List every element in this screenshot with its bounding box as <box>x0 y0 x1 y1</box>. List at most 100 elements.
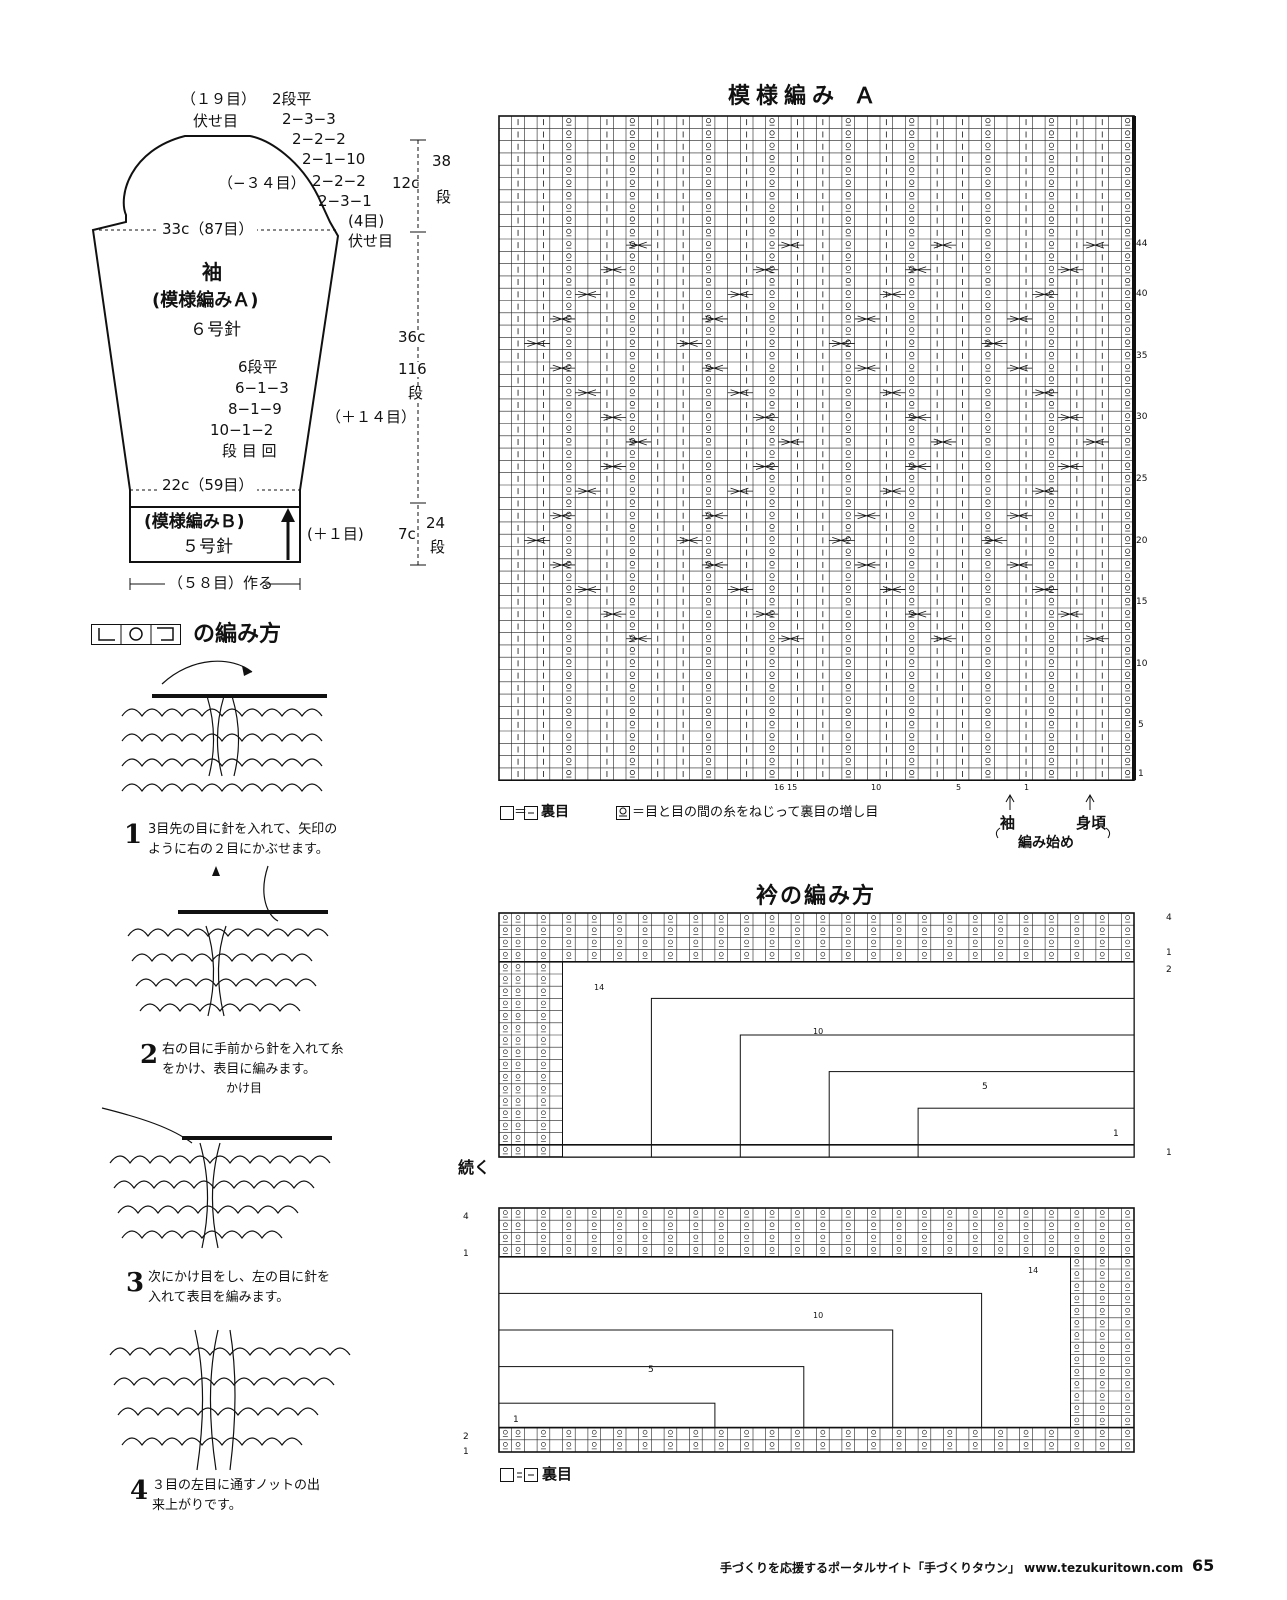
row-label-35: 35 <box>1136 351 1148 361</box>
knot-title: の編み方 <box>193 622 282 647</box>
cap-rows-num: 38 <box>432 152 452 170</box>
increase-row-0: 6段平 <box>238 358 278 376</box>
sleeve-needle: ６号針 <box>190 320 241 340</box>
step-4-number: 4 <box>130 1476 149 1506</box>
cuff-needle: ５号針 <box>182 537 233 557</box>
legend-equals: ＝ <box>514 805 528 820</box>
step-3-illustration <box>101 1107 332 1249</box>
chart-a-cells <box>498 115 1135 782</box>
marker-4-bottom: 4 <box>463 1212 469 1222</box>
underarm-bind-count: (4目) <box>348 212 385 230</box>
row-label-10: 10 <box>1136 659 1148 669</box>
col-label-16: 16 <box>774 783 785 792</box>
yarn-over-label: かけ目 <box>226 1081 263 1095</box>
length-rows-unit: 段 <box>408 384 424 402</box>
increase-row-4: 段 目 回 <box>222 442 277 460</box>
collar-legend-text: 裏目 <box>542 1465 573 1483</box>
marker-10-top: 10 <box>813 1027 824 1036</box>
cuff-pattern: (模様編みＢ) <box>144 512 245 532</box>
col-label-1: 1 <box>1024 783 1030 792</box>
marker-2-top: 2 <box>1166 965 1172 975</box>
marker-14-bottom: 14 <box>1028 1266 1039 1275</box>
row-label-20: 20 <box>1136 536 1148 546</box>
decrease-row-4: 2−2−2 <box>312 172 366 190</box>
sleeve-start-label: 袖 <box>1000 814 1016 832</box>
legend-increase-text: ＝目と目の間の糸をねじって裏目の増し目 <box>632 805 879 820</box>
row-label-25: 25 <box>1136 474 1148 484</box>
marker-1-top-bottom: 1 <box>1166 1148 1172 1158</box>
step-4-illustration <box>109 1329 351 1471</box>
row-label-5: 5 <box>1138 720 1144 730</box>
marker-1-bottom: 1 <box>463 1249 469 1259</box>
decrease-row-3: 2−1−10 <box>302 150 366 168</box>
increase-row-3: 10−1−2 <box>210 421 274 439</box>
decrease-row-5: 2−3−1 <box>318 192 372 210</box>
top-bind-off: 伏せ目 <box>193 112 239 130</box>
decrease-row-2: 2−2−2 <box>292 130 346 148</box>
step-1-number: 1 <box>124 820 143 850</box>
increase-row-1: 6−1−3 <box>235 379 289 397</box>
chart-a-title: 模様編み Ａ <box>728 84 882 109</box>
purl-legend-icon <box>500 806 538 820</box>
row-label-30: 30 <box>1136 412 1148 422</box>
sleeve-pattern: (模様編みＡ) <box>152 290 259 311</box>
length-rows-num: 116 <box>398 360 427 378</box>
cap-decrease-total: （−３４目） <box>218 174 306 192</box>
marker-4-top: 4 <box>1166 913 1172 923</box>
increase-row-2: 8−1−9 <box>228 400 282 418</box>
marker-5-top: 5 <box>982 1082 988 1092</box>
cap-rows-unit: 段 <box>436 188 452 206</box>
collar-bottom-symbols <box>498 1210 1134 1450</box>
increase-total: （＋１４目） <box>326 408 417 426</box>
step-2-illustration <box>127 865 329 1017</box>
step-2-text: 右の目に手前から針を入れて糸をかけ、表目に編みます。 <box>162 1042 344 1077</box>
cuff-rows-num: 24 <box>426 514 446 532</box>
row-label-44: 44 <box>1136 239 1148 249</box>
col-label-15: 15 <box>787 783 798 792</box>
marker-5-bottom: 5 <box>648 1365 654 1375</box>
marker-1-bottom-end: 1 <box>463 1447 469 1457</box>
chart-a-symbols <box>517 116 1136 781</box>
step-1-illustration <box>121 660 327 793</box>
collar-top-symbols <box>499 915 1135 1158</box>
decrease-row-0: 2段平 <box>272 90 312 108</box>
length-cm: 36c <box>398 328 426 346</box>
cast-on: （５８目）作る <box>168 574 274 592</box>
row-label-1: 1 <box>1138 769 1144 779</box>
continue-label: 続く <box>458 1158 491 1177</box>
start-label: 編み始め <box>1018 835 1074 851</box>
width-bottom: 22c（59目） <box>158 478 258 493</box>
marker-1-top: 1 <box>1166 948 1172 958</box>
row-label-40: 40 <box>1136 289 1148 299</box>
body-start-label: 身頃 <box>1076 814 1107 832</box>
start-arrows <box>995 793 1111 839</box>
top-stitches: （１９目） <box>181 90 257 108</box>
twisted-increase-icon <box>616 806 630 820</box>
knot-symbol-icon <box>91 624 181 645</box>
marker-1-top-low: 1 <box>1113 1129 1119 1139</box>
step-3-text: 次にかけ目をし、左の目に針を入れて表目を編みます。 <box>148 1270 331 1305</box>
footer-text: 手づくりを応援するポータルサイト「手づくりタウン」 www.tezukurito… <box>720 1561 1184 1575</box>
cuff-height: 7c <box>398 525 416 543</box>
legend-purl-text: 裏目 <box>541 804 569 820</box>
marker-10-bottom: 10 <box>813 1311 824 1320</box>
step-4-text: ３目の左目に通すノットの出来上がりです。 <box>152 1478 320 1513</box>
decrease-row-1: 2−3−3 <box>282 110 336 128</box>
marker-14-top: 14 <box>594 983 605 992</box>
collar-purl-legend-icon <box>500 1468 538 1482</box>
cap-height: 12c <box>392 174 420 192</box>
col-label-10: 10 <box>871 783 882 792</box>
step-3-number: 3 <box>126 1268 145 1298</box>
step-2-number: 2 <box>140 1040 159 1070</box>
sleeve-name: 袖 <box>202 260 222 284</box>
row-label-15: 15 <box>1136 597 1148 607</box>
cuff-increase: (＋１目) <box>307 525 364 543</box>
col-label-5: 5 <box>956 783 962 792</box>
cuff-rows-unit: 段 <box>430 538 446 556</box>
step-1-text: 3目先の目に針を入れて、矢印のように右の２目にかぶせます。 <box>148 822 338 857</box>
marker-2-bottom: 2 <box>463 1432 469 1442</box>
width-top: 33c（87目） <box>158 222 258 237</box>
underarm-bind-label: 伏せ目 <box>348 232 394 250</box>
